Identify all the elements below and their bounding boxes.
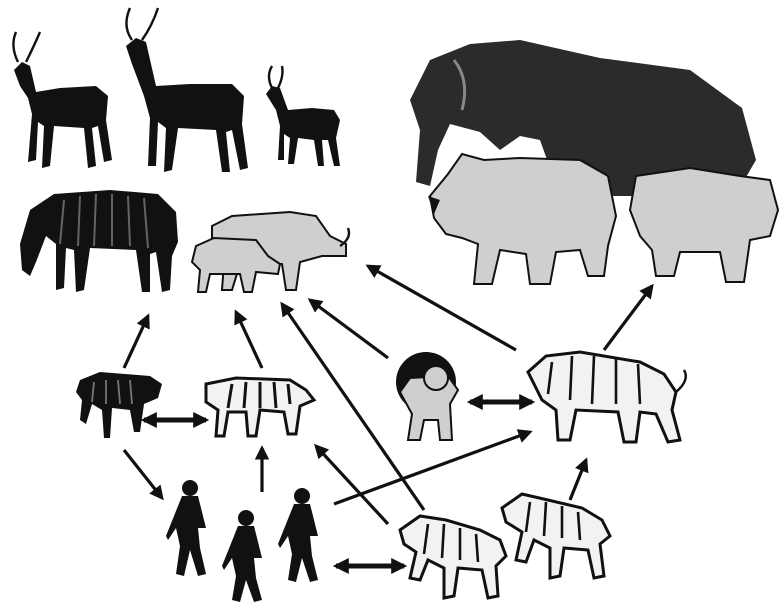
hominin-3 xyxy=(278,488,318,582)
sabertooth-large-icon xyxy=(528,352,686,442)
hyena-2 xyxy=(502,494,610,578)
arrow-stripedcat-to-warthog xyxy=(236,312,262,368)
antelope-1 xyxy=(13,32,112,168)
arrow-hominin-to-bigcat xyxy=(334,432,530,504)
arrow-hyena2-to-bigcat xyxy=(570,460,586,500)
sabertooth-striped-icon xyxy=(206,378,314,436)
hyena-icon xyxy=(400,494,610,598)
arrow-smallcat-to-zebra xyxy=(124,316,148,368)
hominin-2 xyxy=(222,510,262,602)
hominin-1 xyxy=(166,480,206,576)
hominin-group-icon xyxy=(166,480,318,602)
arrow-bigcat-to-hippo xyxy=(604,286,652,350)
arrow-lion-to-warthog xyxy=(310,300,388,358)
arrow-smallcat-to-hominin xyxy=(124,450,162,498)
lion-icon xyxy=(396,352,458,440)
warthog-group-icon xyxy=(192,212,349,292)
gazelle xyxy=(266,66,340,166)
arrow-hyena-to-stripedcat xyxy=(316,446,388,524)
elephant-rhino-hippo-icon xyxy=(410,40,778,284)
antelope-group-icon xyxy=(13,8,340,172)
zebra-icon xyxy=(20,190,178,292)
sabertooth-small-icon xyxy=(76,372,162,438)
antelope-2 xyxy=(126,8,248,172)
hippo xyxy=(630,168,778,282)
hyena-1 xyxy=(400,516,506,598)
rhino xyxy=(428,154,616,284)
